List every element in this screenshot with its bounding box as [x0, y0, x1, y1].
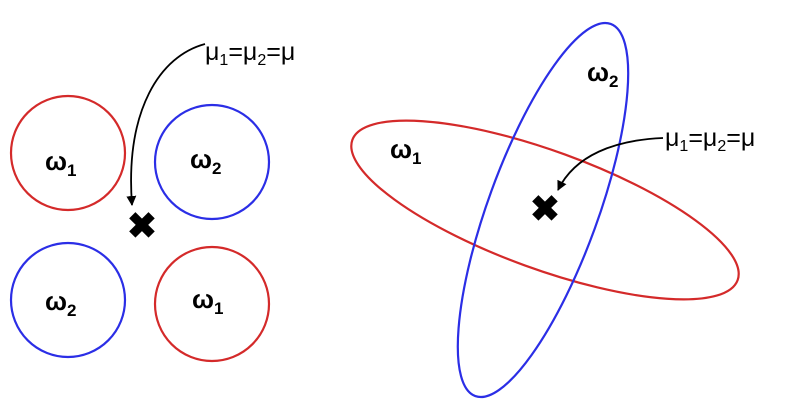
cluster-circle-top-right [153, 103, 271, 221]
ellipse-label-omega2: ω2 [587, 57, 618, 91]
cluster-label-bottom-left: ω2 [45, 286, 76, 320]
mean-label-right: μ1=μ2=μ [665, 124, 755, 155]
cluster-label-top-left: ω1 [45, 146, 76, 180]
cluster-circle-bottom-right [153, 245, 271, 363]
mean-marker-left: ✖ [127, 205, 157, 246]
mean-arrow-right [557, 137, 664, 191]
mean-label-left: μ1=μ2=μ [205, 38, 295, 69]
cluster-label-top-right: ω2 [190, 144, 221, 178]
mean-marker-right: ✖ [530, 188, 560, 229]
ellipse-label-omega1: ω1 [390, 134, 421, 168]
cluster-label-bottom-right: ω1 [192, 284, 223, 318]
cluster-ellipse-omega2 [456, 21, 630, 399]
mean-arrow-left [126, 43, 206, 206]
cluster-ellipse-omega1 [350, 119, 740, 301]
right-panel: ω1 ω2 ✖ μ1=μ2=μ [350, 21, 755, 399]
left-panel: ω1 ω2 ω2 ω1 ✖ μ1=μ2=μ [9, 38, 295, 363]
cluster-circle-top-left [9, 94, 127, 212]
cluster-circle-bottom-left [9, 241, 127, 359]
